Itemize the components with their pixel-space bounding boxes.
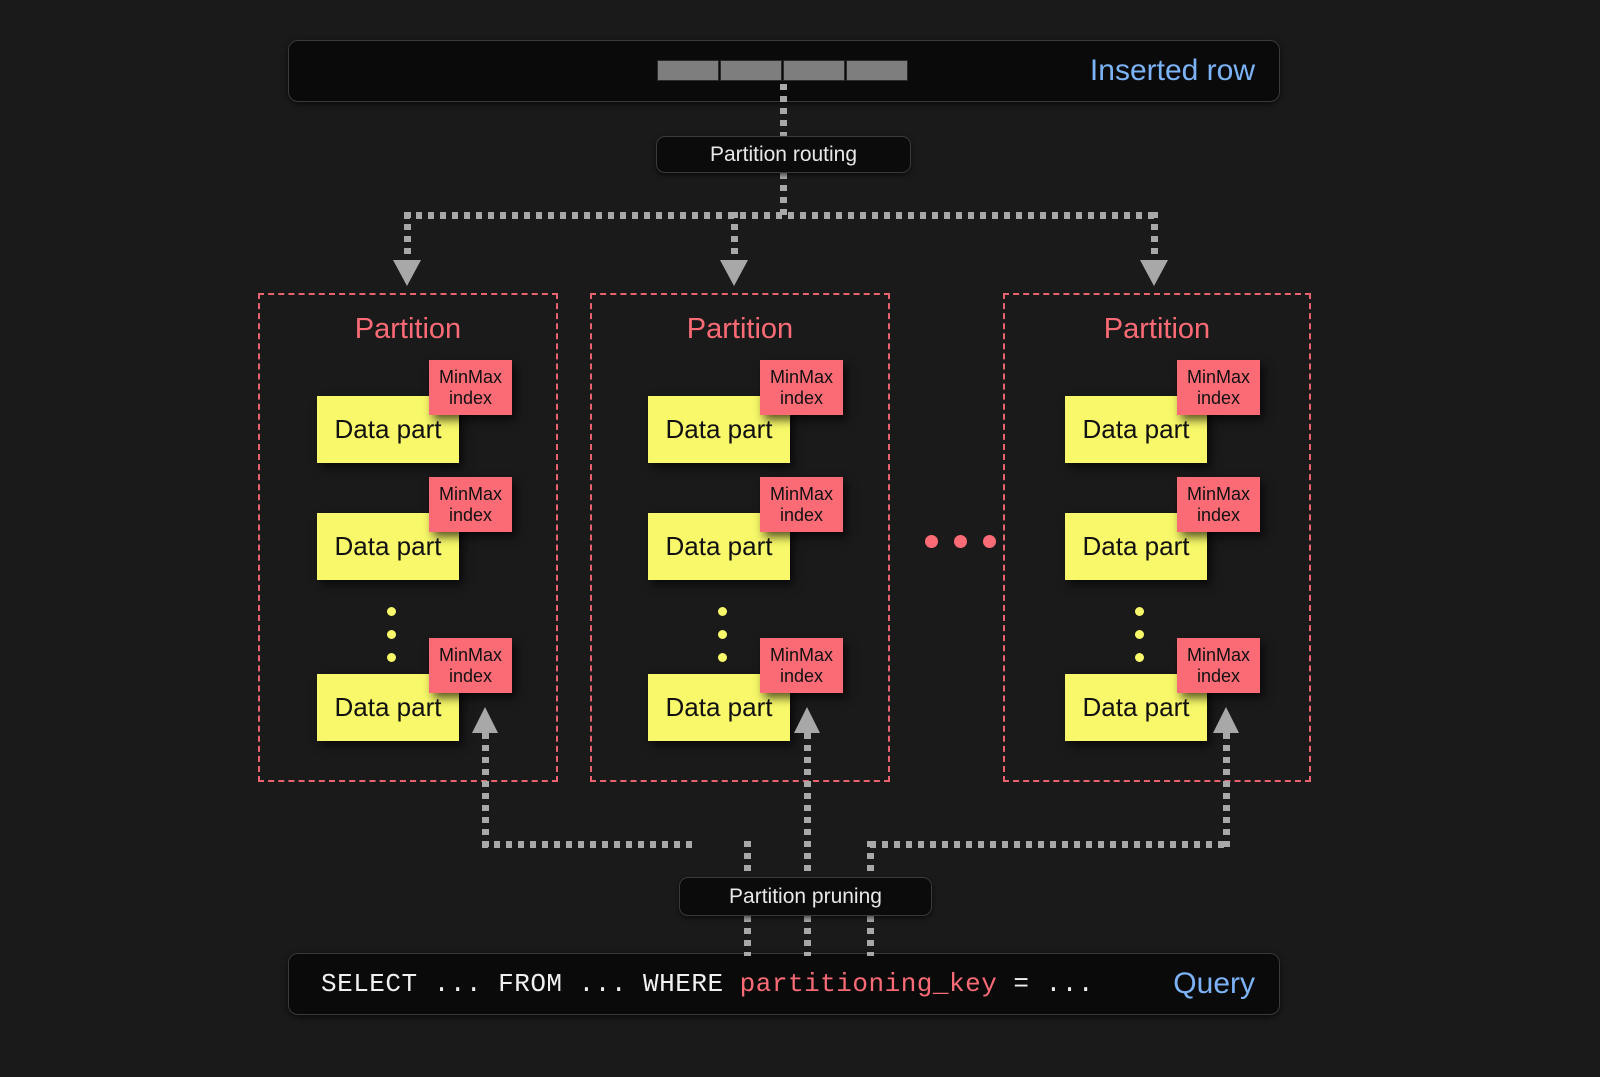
data-part-label: Data part [1082,531,1190,561]
data-part-label: Data part [334,692,442,722]
data-part-box: Data part [1065,513,1207,580]
data-part-label: Data part [665,531,773,561]
connector-bus-to-partition-2 [731,212,738,265]
connector-bus-to-pruning-left [744,841,751,881]
ellipsis-dot [983,535,996,548]
inserted-row-label: Inserted row [1089,54,1255,87]
data-part-box: Data part [1065,396,1207,463]
partition-title: Partition [354,313,462,345]
connector-pruning-to-partition-3 [1223,733,1230,848]
connector-bus-to-partition-1 [404,212,411,265]
ellipsis-dot [718,653,727,662]
minmax-index-box: MinMax index [429,477,512,532]
query-statement: SELECT ... FROM ... WHERE partitioning_k… [321,969,1094,999]
query-suffix: = ... [997,969,1094,999]
connector-routing-bus [404,212,1158,219]
partition-box-1: Partition MinMax index Data part MinMax … [258,293,558,782]
minmax-index-box: MinMax index [760,638,843,693]
data-part-ellipsis [718,607,727,676]
minmax-index-box: MinMax index [1177,477,1260,532]
connector-pruning-to-query-right [867,916,874,956]
data-part-ellipsis [1135,607,1144,676]
connector-row-to-routing [780,84,787,140]
data-part-label: Data part [665,692,773,722]
connector-routing-to-bus [780,173,787,218]
connector-bus-to-pruning-right [867,841,874,881]
arrow-up-partition-1 [472,707,498,733]
data-part-label: Data part [334,414,442,444]
query-prefix: SELECT ... FROM ... WHERE [321,969,740,999]
minmax-index-label: MinMax index [769,644,833,686]
ellipsis-dot [718,630,727,639]
minmax-index-label: MinMax index [1186,644,1250,686]
ellipsis-dot [925,535,938,548]
connector-pruning-bus-left [482,841,697,848]
data-part-label: Data part [665,414,773,444]
minmax-index-box: MinMax index [760,477,843,532]
data-part-box: Data part [1065,674,1207,741]
ellipsis-dot [387,630,396,639]
partition-box-2: Partition MinMax index Data part MinMax … [590,293,890,782]
ellipsis-dot [1135,607,1144,616]
minmax-index-label: MinMax index [438,644,502,686]
row-cell [720,60,782,81]
minmax-index-label: MinMax index [769,366,833,408]
ellipsis-dot [718,607,727,616]
ellipsis-dot [1135,653,1144,662]
partition-title: Partition [1103,313,1211,345]
minmax-index-label: MinMax index [438,366,502,408]
minmax-index-box: MinMax index [1177,638,1260,693]
arrow-down-partition-2 [720,260,748,286]
minmax-index-box: MinMax index [429,360,512,415]
partition-ellipsis [925,535,996,548]
minmax-index-label: MinMax index [1186,366,1250,408]
partition-title: Partition [686,313,794,345]
minmax-index-label: MinMax index [438,483,502,525]
row-cell [783,60,845,81]
query-partitioning-key: partitioning_key [739,969,998,999]
row-cell [657,60,719,81]
ellipsis-dot [954,535,967,548]
partition-pruning-box[interactable]: Partition pruning [679,877,932,916]
minmax-index-box: MinMax index [1177,360,1260,415]
inserted-row-cells [657,60,908,81]
connector-pruning-to-partition-2 [804,733,811,877]
connector-pruning-to-partition-1 [482,733,489,848]
connector-bus-to-partition-3 [1151,212,1158,265]
connector-pruning-to-query-left [744,916,751,956]
query-label: Query [1173,967,1255,1000]
ellipsis-dot [1135,630,1144,639]
partition-routing-box[interactable]: Partition routing [656,136,911,173]
data-part-ellipsis [387,607,396,676]
arrow-up-partition-2 [794,707,820,733]
query-banner: SELECT ... FROM ... WHERE partitioning_k… [288,953,1280,1015]
minmax-index-label: MinMax index [769,483,833,525]
partition-routing-label: Partition routing [709,142,858,166]
partition-pruning-label: Partition pruning [729,884,882,908]
data-part-label: Data part [334,531,442,561]
data-part-box: Data part [648,396,790,463]
partition-box-3: Partition MinMax index Data part MinMax … [1003,293,1311,782]
minmax-index-box: MinMax index [429,638,512,693]
data-part-label: Data part [1082,414,1190,444]
minmax-index-label: MinMax index [1186,483,1250,525]
arrow-down-partition-1 [393,260,421,286]
ellipsis-dot [387,607,396,616]
row-cell [846,60,908,81]
connector-pruning-to-query-center [804,916,811,956]
arrow-down-partition-3 [1140,260,1168,286]
data-part-label: Data part [1082,692,1190,722]
minmax-index-box: MinMax index [760,360,843,415]
connector-pruning-bus-right [870,841,1230,848]
arrow-up-partition-3 [1213,707,1239,733]
ellipsis-dot [387,653,396,662]
